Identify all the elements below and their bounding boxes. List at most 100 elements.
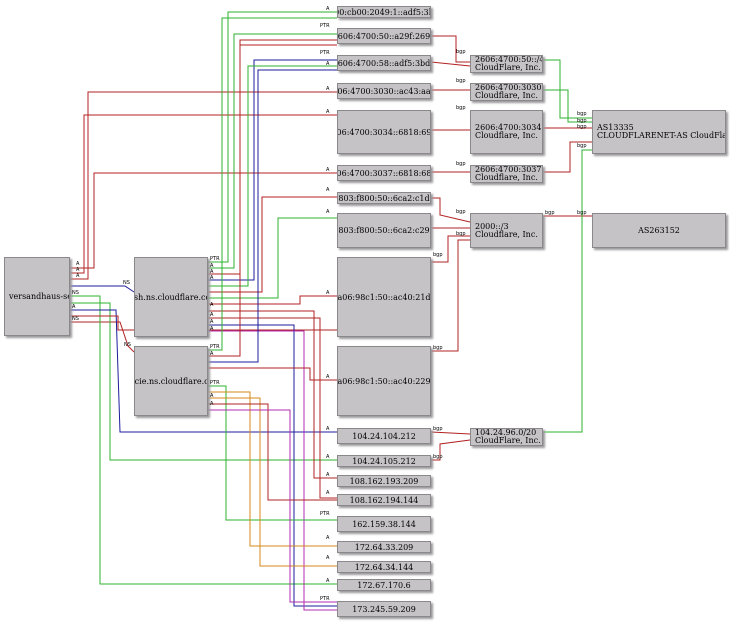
edge-label: bgp [456,231,466,237]
prefix-node[interactable]: 2606:4700:3037::/48 Cloudflare, Inc. [470,165,543,183]
a-edge [70,309,337,433]
asn-node-13335[interactable]: AS13335 CLOUDFLARENET-AS CloudFlare, Inc… [592,110,726,154]
ip-node[interactable]: 2400:cb00:2049:1::adf5:3bd1 [337,6,431,18]
edge-label: bgp [456,161,466,167]
edge-label: A [210,393,214,399]
edge-label: A [210,312,214,318]
edge-label: bgp [577,118,587,124]
ip-label: 2803:f800:50::6ca2:c290 [337,226,431,235]
edge-label: A [210,319,214,325]
a-edge [208,44,337,357]
ip-node[interactable]: 173.245.59.209 [337,601,431,617]
ip-label: 104.24.104.212 [352,431,416,441]
a-edge [208,367,337,381]
ip-node[interactable]: 172.64.33.209 [337,541,431,553]
bgp-edge [431,35,470,63]
ns-node-nash[interactable]: nash.ns.cloudflare.com [134,257,208,337]
edge-label: A [210,275,214,281]
edge-label: bgp [456,78,466,84]
edge-label: bgp [456,105,466,111]
asn-node-263152[interactable]: AS263152 [592,213,726,248]
ip-node[interactable]: 2a06:98c1:50::ac40:2290 [337,346,431,416]
ip-node[interactable]: 108.162.193.209 [337,475,431,487]
edge-label: PTR [210,344,220,350]
ns-gracie-label: gracie.ns.cloudflare.com [134,376,207,386]
bgp-edge [543,59,592,119]
a-edge [208,11,337,263]
a-edge [208,391,337,547]
edge-label: A [76,267,80,273]
edge-label: A [210,326,214,332]
edge-label: A [72,304,76,310]
a-edge [208,324,337,607]
prefix-node[interactable]: 2000::/3 Cloudflare, Inc. [470,213,543,248]
ip-label: 2400:cb00:2049:1::adf5:3bd1 [338,7,430,17]
ns-nash-label: nash.ns.cloudflare.com [134,292,207,302]
bgp-edge [431,239,470,352]
edge-label: PTR [210,380,220,386]
ip-node[interactable]: 2803:f800:50::6ca2:c290 [337,213,431,248]
ip-label: 2606:4700:3037::6818:68d4 [337,168,431,178]
ip-label: 162.159.38.144 [352,519,416,529]
prefix-label: 2606:4700:3037::/48 Cloudflare, Inc. [475,165,542,182]
ip-node[interactable]: 104.24.104.212 [337,428,431,444]
ip-label: 2606:4700:50::a29f:2690 [337,31,431,41]
ip-node[interactable]: 2a06:98c1:50::ac40:21d1 [337,257,431,337]
edge-label: A [326,426,330,432]
edge-label: bgp [433,426,443,432]
ip-node[interactable]: 162.159.38.144 [337,516,431,532]
ip-label: 104.24.105.212 [352,456,416,466]
edge-label: A [326,167,330,173]
a-edge [70,172,337,269]
a-edge [208,65,337,287]
domain-label: versandhaus-seidel.de [9,292,69,301]
ip-node[interactable]: 172.67.170.6 [337,579,431,591]
ns-node-gracie[interactable]: gracie.ns.cloudflare.com [134,346,208,416]
ns-edge [70,321,135,353]
edge-label: bgp [577,124,587,130]
ip-label: 173.245.59.209 [352,604,416,614]
ip-label: 172.64.33.209 [354,542,414,552]
edge-label: A [76,261,80,267]
edge-label: A [326,61,330,67]
ip-node[interactable]: 2606:4700:3034::6818:69d4 [337,110,431,154]
a-edge [208,403,337,501]
edge-label: A [210,269,214,275]
ptr-edge [208,59,337,281]
bgp-edge [430,431,471,435]
a-edge [208,295,337,305]
ip-node[interactable]: 2606:4700:3037::6818:68d4 [337,165,431,181]
edge-label: A [326,454,330,460]
ip-label: 108.162.194.144 [349,495,419,505]
a-edge [70,91,337,280]
domain-node[interactable]: versandhaus-seidel.de [4,257,70,336]
prefix-node[interactable]: 104.24.96.0/20 CloudFlare, Inc. [470,428,543,446]
ip-node[interactable]: 2606:4700:58::adf5:3bd1 [337,55,431,71]
prefix-node[interactable]: 2606:4700:3034::/48 Cloudflare, Inc. [470,110,543,154]
edge-label: NS [124,342,131,348]
edge-label: PTR [320,511,330,517]
ip-label: 172.67.170.6 [357,580,411,590]
ip-label: 2a06:98c1:50::ac40:2290 [337,376,431,386]
ip-label: 2a06:98c1:50::ac40:21d1 [337,292,431,302]
edge-label: NS [72,290,79,296]
edge-label: A [326,535,330,541]
prefix-node[interactable]: 2606:4700:3030::/48 Cloudflare, Inc. [470,83,543,101]
ip-node[interactable]: 104.24.105.212 [337,455,431,467]
prefix-node[interactable]: 2606:4700:50::/44 CloudFlare, Inc. [470,55,543,73]
edge-label: A [210,263,214,269]
ip-node[interactable]: 108.162.194.144 [337,494,431,506]
ip-node[interactable]: 172.64.34.144 [337,561,431,573]
ip-node[interactable]: 2803:f800:50::6ca2:c1d1 [337,192,431,204]
a-edge [208,69,337,363]
a-edge [70,114,337,274]
ip-label: 2803:f800:50::6ca2:c1d1 [337,193,431,203]
edge-label: bgp [577,111,587,117]
ip-node[interactable]: 2606:4700:50::a29f:2690 [337,28,431,44]
bgp-edge [430,61,471,67]
edge-label: A [326,6,330,12]
ns-edge [70,285,135,293]
